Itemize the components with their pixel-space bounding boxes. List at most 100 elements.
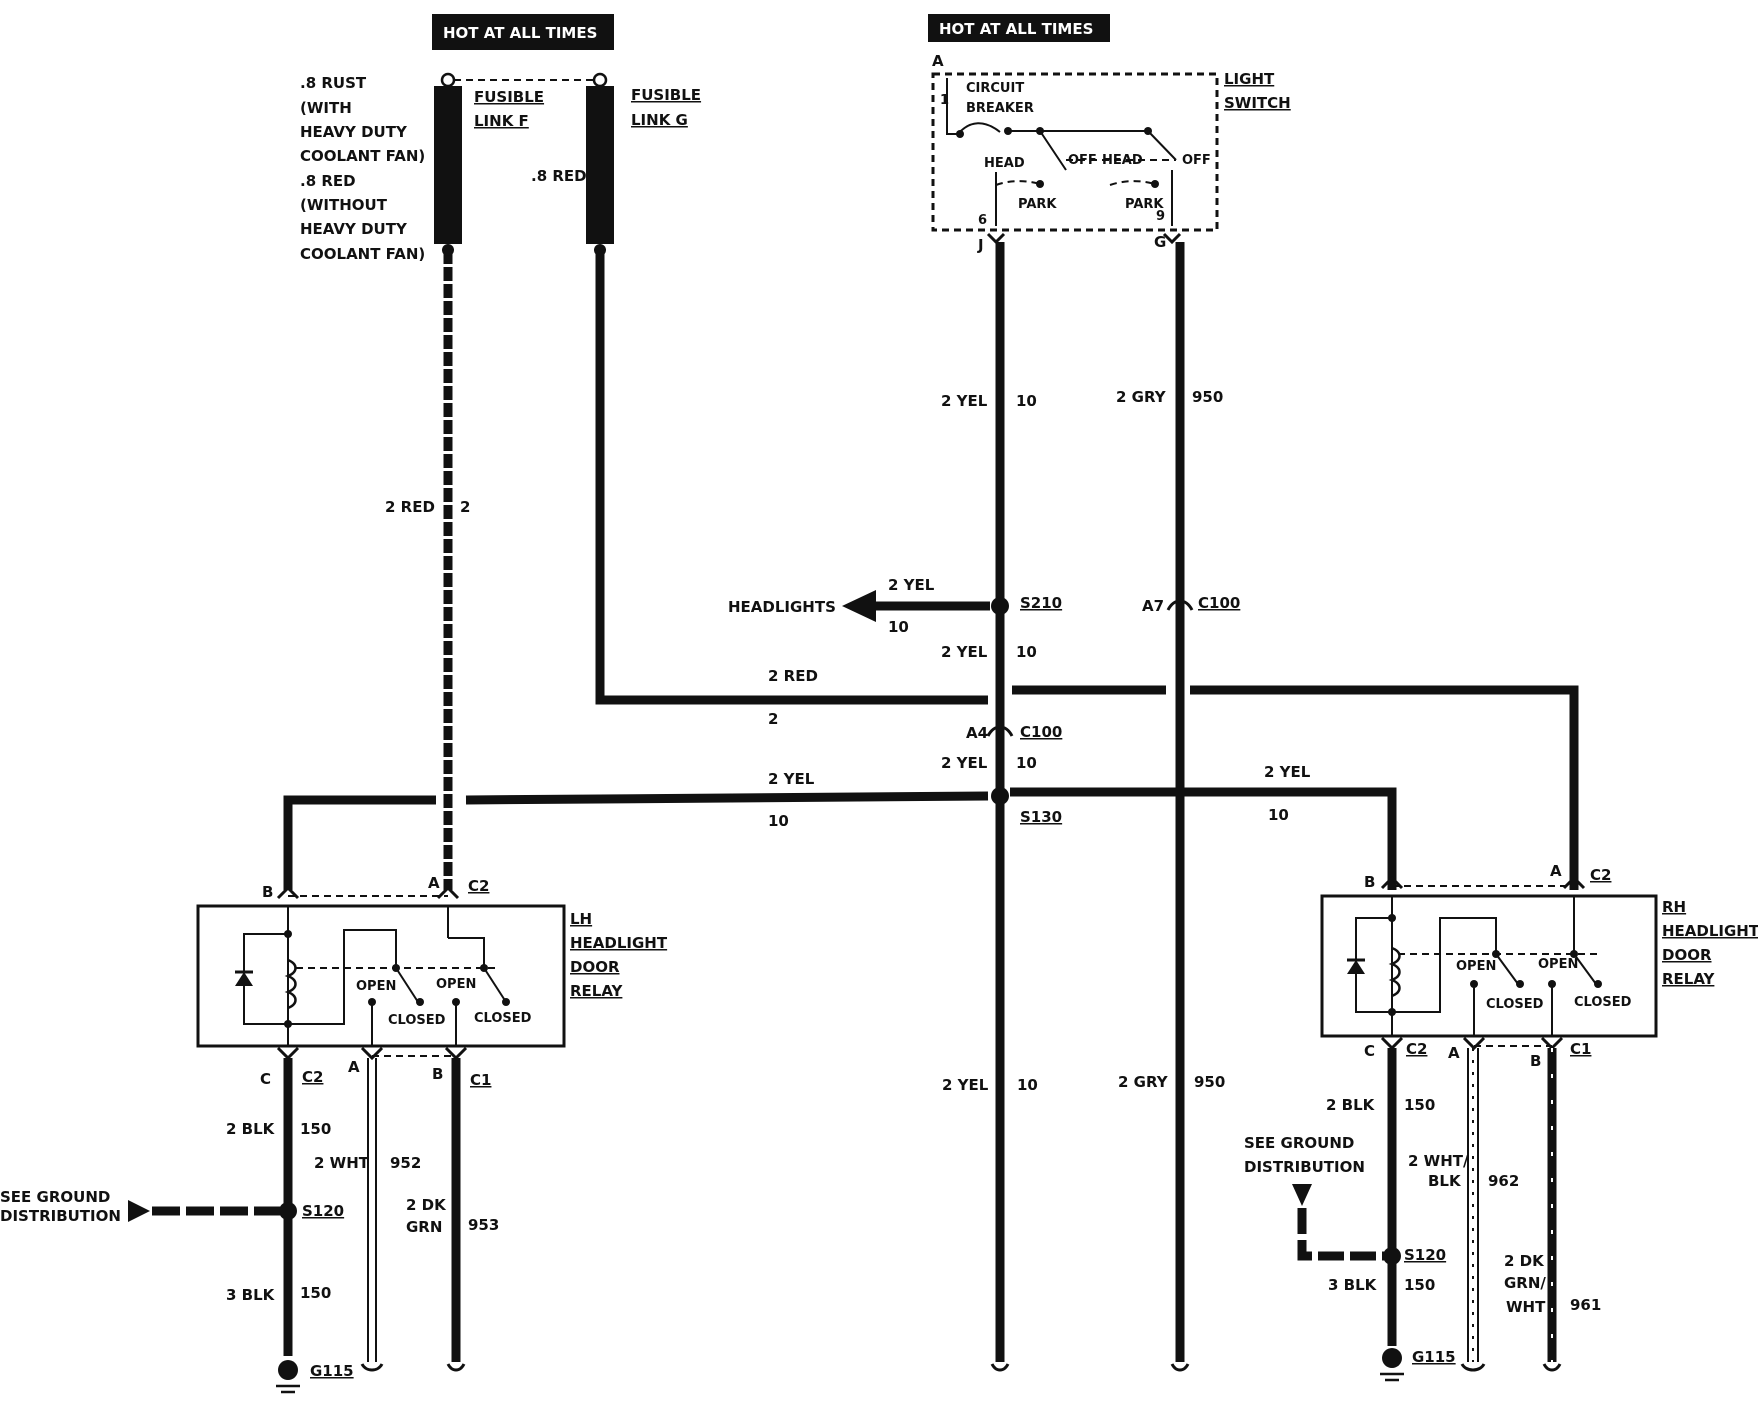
connector-j-symbol [986,232,1006,245]
switch-pole-1 [1039,130,1067,171]
rh-relay-label-1: RH [1662,898,1686,916]
lh-c2-bottom: C2 [302,1068,323,1086]
headlights-color: 2 YEL [888,576,935,594]
lh-relay-coil-icon [284,958,297,1010]
breaker-contact-1 [956,130,964,138]
gry-lower-circuit: 950 [1194,1073,1225,1091]
lh-blk3-color: 3 BLK [226,1286,276,1304]
rh-headlight-door-relay: B A C2 RH HEADLIGHT DOOR RELAY OPEN OPEN… [1244,862,1758,1382]
headlights-arrow-icon [842,590,876,622]
yel-below-c100-circuit: 10 [1016,754,1037,772]
rh-wht-color-2: BLK [1428,1172,1462,1190]
switch-connector-g: G [1154,233,1166,251]
rh-switch-2-blade [1573,953,1597,985]
wire-2-yel-to-lh-relay-1 [465,791,989,805]
yel-mid-circuit: 10 [1016,643,1037,661]
wire-2-red-to-rh-relay [1190,685,1579,890]
yel-below-c100-color: 2 YEL [941,754,988,772]
lh-switch-2-closed-contact [502,998,510,1006]
rh-wht-end-symbol [1460,1363,1486,1372]
lh-closed-2: CLOSED [474,1011,532,1026]
left-yel-color: 2 YEL [768,770,815,788]
lh-ground-ref-arrow-icon [128,1200,150,1222]
splice-s210 [991,597,1009,615]
rh-pin-a-top: A [1550,862,1562,880]
f-wire-line-8: COOLANT FAN) [300,245,425,263]
rh-switch-2-closed-contact [1594,980,1602,988]
wire-2-red-circuit-2-horizontal [595,250,988,705]
fusible-link-g-wire-spec: .8 RED [531,167,587,185]
f-wire-line-3: HEAVY DUTY [300,123,408,141]
rh-closed-2: CLOSED [1574,995,1632,1010]
lh-relay-label-4: RELAY [570,982,624,1000]
fusible-link-g-label-1: FUSIBLE [631,86,701,104]
rh-pin-c: C [1364,1042,1375,1060]
lh-c2-top: C2 [468,877,489,895]
rh-open-1: OPEN [1456,959,1496,974]
lh-ground-ref-1: SEE GROUND [0,1188,110,1206]
connector-c100-gray-label: C100 [1198,594,1240,612]
rh-closed-1: CLOSED [1486,997,1544,1012]
switch-off-2: OFF [1182,153,1211,168]
lh-relay-switch-path [288,929,397,1025]
lh-relay-label-2: HEADLIGHT [570,934,668,952]
switch-pole-2 [1147,130,1177,161]
rh-g115: G115 [1412,1348,1456,1366]
rh-diode-loop [1355,917,1392,1013]
rh-wht-color-1: 2 WHT/ [1408,1152,1469,1170]
switch-pole-2-contact [1144,127,1152,135]
rh-relay-coil-icon [1388,946,1401,998]
fusible-link-f-label-2: LINK F [474,112,529,130]
left-yel-circuit: 10 [768,812,789,830]
rh-pin-b-top-symbol [1380,875,1404,890]
gry-lower-color: 2 GRY [1118,1073,1169,1091]
lh-s120: S120 [302,1202,344,1220]
switch-connector-j: J [977,236,984,254]
rh-relay-label-2: HEADLIGHT [1662,922,1758,940]
park-contact-1 [1036,180,1044,188]
fusible-link-f-wire-spec: .8 RUST (WITH HEAVY DUTY COOLANT FAN) .8… [300,74,425,263]
lh-switch-2-blade [483,967,507,1003]
lh-relay-housing [196,904,566,1048]
fusible-link-g-terminal [592,72,608,88]
lh-switch-2-path [448,937,485,968]
light-switch: HOT AT ALL TIMES A LIGHT SWITCH 1 CIRCUI… [928,14,1291,254]
yel-wire-end-symbol [990,1363,1010,1372]
rh-c2-top: C2 [1590,866,1611,884]
splice-s210-label: S210 [1020,594,1062,612]
rh-grn-color-2: GRN/ [1504,1274,1546,1292]
f-wire-line-4: COOLANT FAN) [300,147,425,165]
lh-diode-loop [243,933,288,1025]
rh-pin-b-bottom: B [1530,1052,1541,1070]
switch-head-1: HEAD [984,156,1025,171]
lh-pin-b-top: B [262,883,273,901]
switch-park-2: PARK [1125,197,1164,212]
fusible-link-g-label-2: LINK G [631,111,688,129]
f-wire-line-2: (WITH [300,99,352,117]
headlights-circuit: 10 [888,618,909,636]
hot-at-all-times-banner-left [432,14,614,50]
lh-relay-label-3: DOOR [570,958,620,976]
switch-park-arc-2 [1109,180,1156,186]
lh-pin-a-top: A [428,874,440,892]
rh-ground-ref-arrow-icon [1292,1184,1312,1206]
wire-2-yel-to-lh-relay-2 [283,795,436,890]
circuit-breaker-label-1: CIRCUIT [966,81,1024,96]
lh-grn-color-2: GRN [406,1218,442,1236]
f-wire-line-5: .8 RED [300,172,356,190]
left-red-circuit: 2 [460,498,470,516]
rh-relay-label-3: DOOR [1662,946,1712,964]
rh-c2-bottom: C2 [1406,1040,1427,1058]
splice-s130 [991,787,1009,805]
connector-a7-label: A7 [1142,597,1164,615]
lh-ground-g115 [278,1360,298,1380]
lh-open-2: OPEN [436,977,476,992]
rh-blk-color: 2 BLK [1326,1096,1376,1114]
gry-wire-end-symbol [1170,1363,1190,1372]
lh-pin-a-top-symbol [436,885,460,900]
left-red-color: 2 RED [385,498,435,516]
rh-wire-wht-blk-962 [1467,1048,1479,1362]
lh-grn-color-1: 2 DK [406,1196,447,1214]
right-yel-circuit: 10 [1268,806,1289,824]
